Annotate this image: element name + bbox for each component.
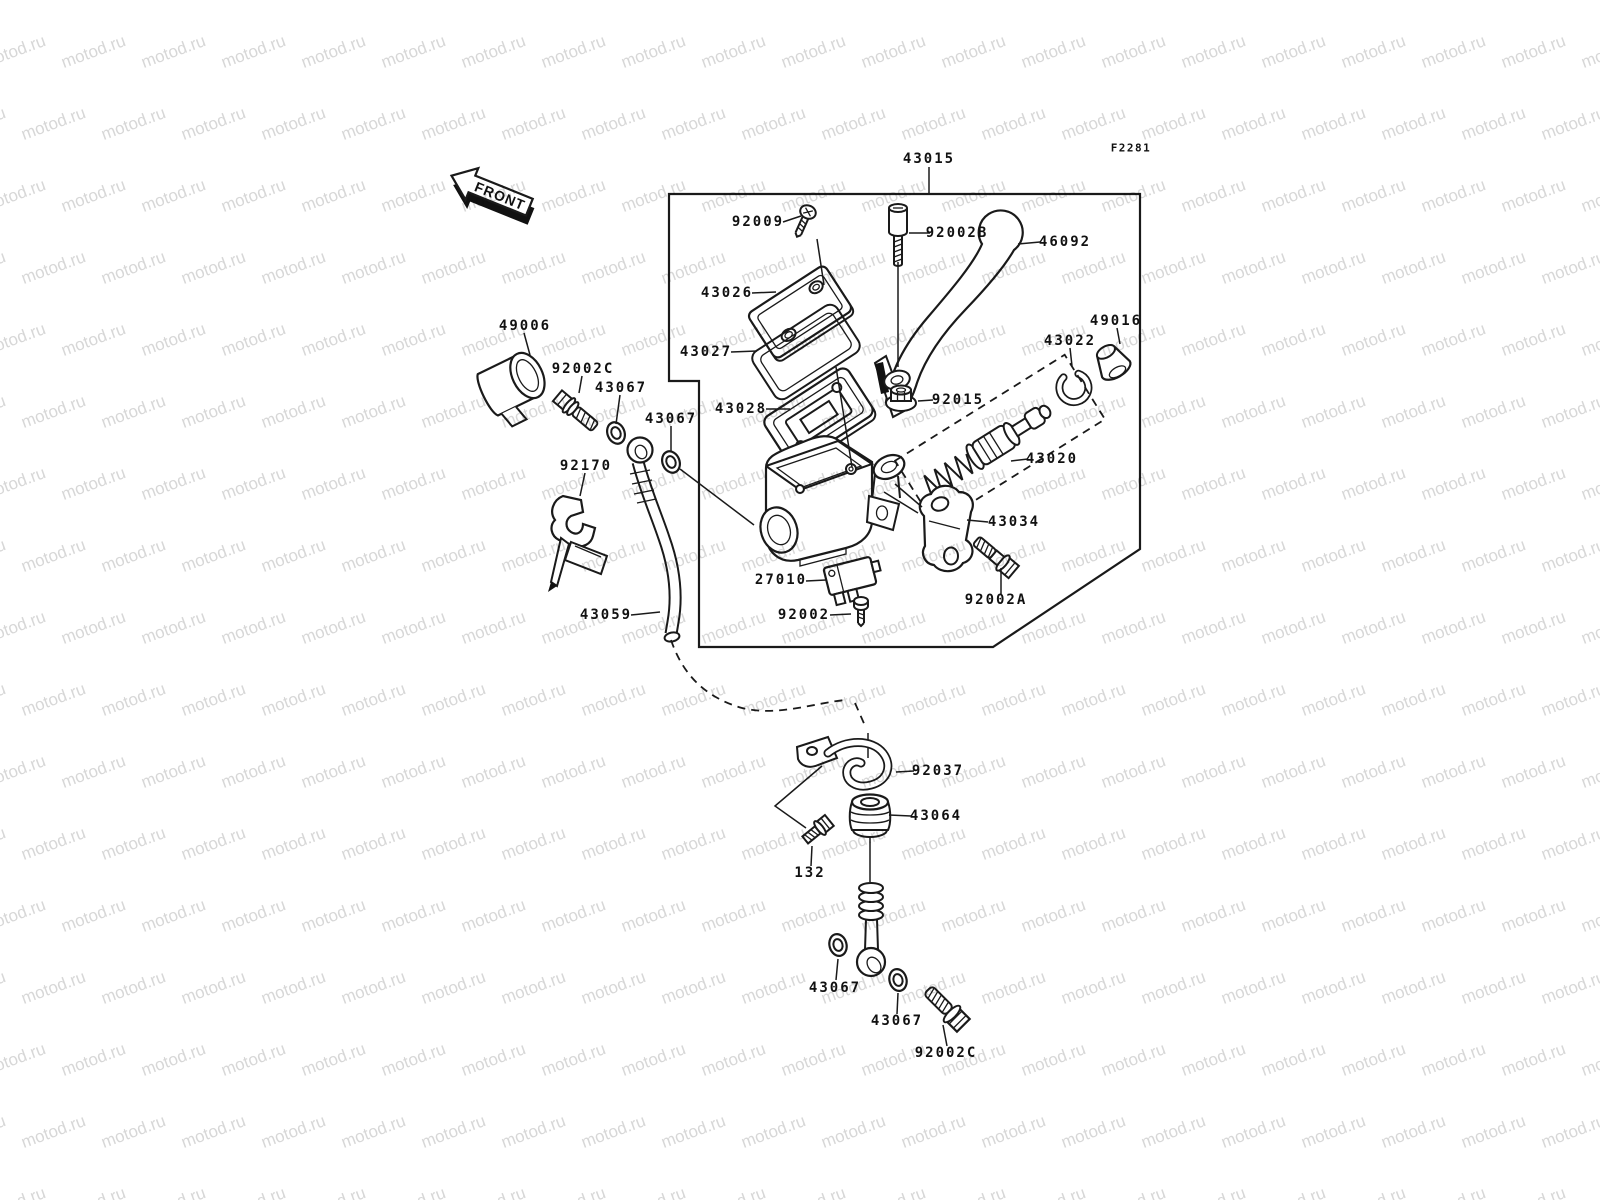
boot-49006 [476,351,546,428]
part-label-92002c-top: 92002C [551,361,615,377]
part-label-43067-a: 43067 [594,380,648,396]
flange-nut-92015 [885,384,917,412]
part-label-27010: 27010 [754,572,808,588]
screw-92009 [794,204,817,238]
part-label-43027: 43027 [679,344,733,360]
washer-43067-a [606,421,626,445]
part-label-43064: 43064 [909,808,963,824]
master-cylinder-body [759,435,906,567]
brake-switch-27010 [822,556,882,607]
pivot-bolt-92002b [888,203,908,267]
piston-kit-43020 [893,353,1107,527]
part-label-92002c-bottom: 92002C [914,1045,978,1061]
part-label-92002a: 92002A [964,592,1028,608]
bolt-92002a [972,536,1021,580]
grommet-43064 [848,793,892,838]
brake-hose-43059 [626,436,682,643]
cap-gasket-43027 [751,303,861,401]
part-label-43067-c: 43067 [808,980,862,996]
washer-43067-b [661,450,681,474]
part-label-92009: 92009 [731,214,785,230]
part-label-43028: 43028 [714,401,768,417]
part-label-43022: 43022 [1043,333,1097,349]
fiche-code: F2281 [1110,141,1152,155]
circlip-43022 [1055,369,1093,407]
part-label-49016: 49016 [1089,313,1143,329]
part-label-43020: 43020 [1025,451,1079,467]
part-label-92170: 92170 [559,458,613,474]
washer-43067-d [888,968,908,992]
hose-clamp-92037 [795,735,893,791]
screw-92002 [853,596,869,628]
lever-holder-43034 [918,484,974,573]
reservoir-cap-43026 [747,265,855,362]
part-label-43067-b: 43067 [644,411,698,427]
part-label-92015: 92015 [931,392,985,408]
assembly-outline-box [667,192,1142,649]
dust-cover-49016 [1095,343,1132,381]
bolt-132 [800,813,836,845]
part-label-43034: 43034 [987,514,1041,530]
part-label-132: 132 [794,865,826,881]
washer-43067-c [828,933,848,957]
part-label-92002: 92002 [777,607,831,623]
leader-lines [523,167,1121,1047]
part-label-43015: 43015 [902,151,956,167]
diaphragm-plate-43028 [763,367,877,470]
bolt-92002c-top [551,388,599,432]
hose-lower-end [855,882,887,978]
front-arrow: FRONT [449,166,535,225]
part-label-43067-d: 43067 [870,1013,924,1029]
part-label-46092: 46092 [1038,234,1092,250]
part-label-49006: 49006 [498,318,552,334]
part-label-43026: 43026 [700,285,754,301]
clamp-92170 [548,494,609,592]
part-label-92002b: 92002B [925,225,989,241]
part-label-43059: 43059 [579,607,633,623]
hose-routing-dashed [670,639,869,758]
bolt-92002c-bottom [924,986,972,1034]
brake-lever-46092 [873,209,1024,419]
part-label-92037: 92037 [911,763,965,779]
